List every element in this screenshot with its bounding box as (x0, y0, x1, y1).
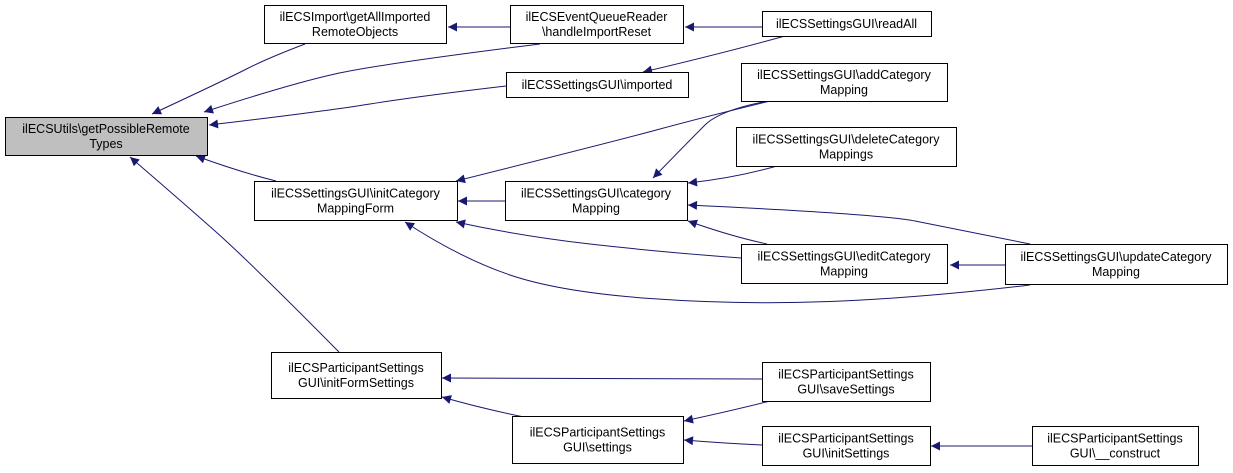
edge-addcat-to-catmap (652, 100, 769, 179)
edge-partinit-to-partsettings (683, 436, 763, 446)
edge-delcat-to-catmap (687, 165, 778, 187)
node-label: Mapping (820, 265, 868, 279)
node-label: ilECSSettingsGUI\updateCategory (1020, 250, 1212, 264)
node-box (510, 5, 684, 44)
node-box (736, 127, 957, 167)
edge-readall-to-imported (642, 35, 786, 75)
node-label: ilECSParticipantSettings (778, 432, 913, 446)
node-label: ilECSSettingsGUI\addCategory (757, 68, 931, 82)
node-box (5, 117, 208, 156)
node-label: ilECSParticipantSettings (1047, 432, 1182, 446)
node-label: ilECSSettingsGUI\deleteCategory (753, 133, 941, 147)
node-box (254, 181, 458, 221)
node-box (741, 63, 948, 102)
node-label: GUI\__construct (1070, 447, 1161, 461)
edge-partsave-to-partform (441, 373, 763, 383)
node-label: ilECSUtils\getPossibleRemote (22, 122, 189, 136)
node-label: Mapping (1092, 265, 1140, 279)
edge-queue-to-root (203, 43, 541, 114)
edge-updcat-to-initcat (404, 221, 1031, 304)
node-label: GUI\initFormSettings (298, 376, 414, 390)
node-box (506, 72, 689, 98)
node-label: ilECSParticipantSettings (288, 361, 423, 375)
node-partform[interactable]: ilECSParticipantSettingsGUI\initFormSett… (271, 352, 442, 399)
edge-partsave-to-partsettings (683, 400, 771, 424)
edge-initcat-to-root (195, 154, 277, 182)
node-label: \handleImportReset (542, 25, 652, 39)
node-imported[interactable]: ilECSSettingsGUI\imported (506, 72, 689, 98)
node-box (762, 11, 932, 37)
edges (129, 22, 1032, 451)
node-box (505, 181, 688, 221)
node-label: ilECSParticipantSettings (778, 368, 913, 382)
node-label: ilECSSettingsGUI\readAll (776, 17, 917, 31)
edge-import-to-root (151, 43, 306, 115)
node-label: ilECSParticipantSettings (530, 426, 665, 440)
node-label: Mapping (572, 202, 620, 216)
node-box (264, 5, 447, 44)
node-readall[interactable]: ilECSSettingsGUI\readAll (762, 11, 932, 37)
node-queue[interactable]: ilECSEventQueueReader\handleImportReset (510, 5, 684, 44)
edge-editcat-to-initcat (455, 219, 742, 259)
edge-partform-to-root (129, 156, 340, 353)
node-label: GUI\saveSettings (797, 383, 894, 397)
node-box (512, 416, 684, 464)
node-label: ilECSSettingsGUI\initCategory (271, 187, 441, 201)
node-box (271, 352, 442, 399)
node-label: GUI\settings (563, 441, 632, 455)
edge-updcat-to-catmap (687, 200, 1031, 245)
edge-editcat-to-catmap (687, 219, 768, 245)
node-label: Mapping (820, 83, 868, 97)
node-box (1005, 244, 1228, 285)
node-label: Mappings (819, 148, 873, 162)
node-label: ilECSSettingsGUI\editCategory (758, 250, 932, 264)
node-label: ilECSEventQueueReader (526, 10, 668, 24)
node-box (741, 244, 948, 284)
edge-partsettings-to-partform (441, 395, 525, 418)
node-box (762, 362, 931, 402)
node-box (1032, 426, 1199, 466)
node-label: ilECSImport\getAllImported (280, 10, 431, 24)
node-box (762, 426, 931, 466)
node-label: Types (89, 137, 122, 151)
node-label: ilECSSettingsGUI\imported (522, 78, 673, 92)
node-label: RemoteObjects (312, 25, 398, 39)
node-label: MappingForm (317, 202, 394, 216)
node-label: GUI\initSettings (803, 447, 890, 461)
edge-addcat-to-initcat (455, 100, 771, 184)
node-label: ilECSSettingsGUI\category (521, 187, 672, 201)
edge-imported-to-root (208, 85, 507, 129)
